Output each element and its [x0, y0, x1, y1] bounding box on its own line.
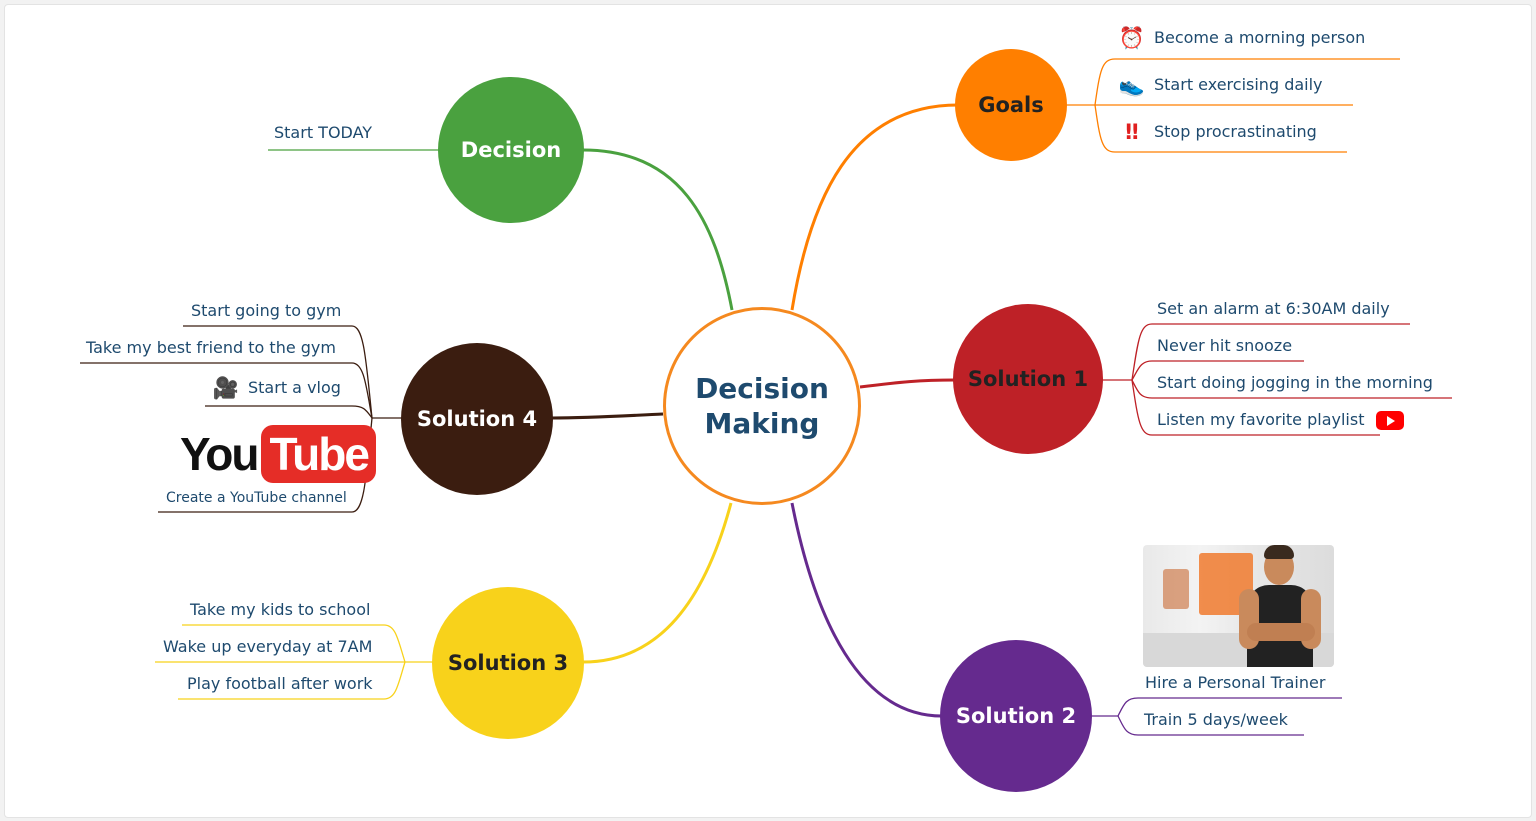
- topic-solution4[interactable]: Solution 4: [401, 343, 553, 495]
- topic-goals-label: Goals: [978, 93, 1044, 117]
- youtube-play-icon: [1376, 410, 1405, 430]
- central-topic[interactable]: Decision Making: [663, 307, 861, 505]
- solution4-item-4-text: Create a YouTube channel: [166, 490, 347, 506]
- personal-trainer-photo: [1143, 545, 1334, 667]
- solution2-item-2[interactable]: Train 5 days/week: [1144, 710, 1288, 730]
- branch-solution1: [859, 378, 956, 389]
- branch-goals: [790, 103, 959, 311]
- branch-solution2: [790, 502, 943, 718]
- central-topic-line1: Decision: [695, 372, 829, 405]
- decision-item-1[interactable]: Start TODAY: [274, 123, 372, 143]
- goals-item-1-text: Become a morning person: [1154, 28, 1366, 47]
- solution2-connectors: [1090, 697, 1342, 736]
- solution1-connectors: [1102, 323, 1452, 436]
- solution1-item-3-text: Start doing jogging in the morning: [1157, 373, 1433, 392]
- topic-solution2-label: Solution 2: [955, 704, 1077, 728]
- solution4-item-2[interactable]: Take my best friend to the gym: [86, 338, 336, 358]
- goals-item-3[interactable]: ‼ Stop procrastinating: [1118, 120, 1317, 144]
- solution4-item-3-text: Start a vlog: [248, 378, 341, 397]
- solution1-item-3[interactable]: Start doing jogging in the morning: [1157, 373, 1433, 393]
- solution3-item-3[interactable]: Play football after work: [187, 674, 373, 694]
- goals-connectors: [1065, 58, 1400, 153]
- topic-decision-label: Decision: [460, 138, 562, 162]
- goals-item-1[interactable]: ⏰ Become a morning person: [1118, 26, 1366, 50]
- central-topic-line2: Making: [704, 407, 820, 440]
- film-projector-icon: 🎥: [212, 376, 240, 400]
- solution1-item-2-text: Never hit snooze: [1157, 336, 1293, 355]
- solution1-item-1[interactable]: Set an alarm at 6:30AM daily: [1157, 299, 1390, 319]
- double-exclamation-icon: ‼: [1125, 120, 1139, 144]
- solution2-item-1[interactable]: Hire a Personal Trainer: [1145, 673, 1325, 693]
- topic-decision[interactable]: Decision: [438, 77, 584, 223]
- solution1-item-4[interactable]: Listen my favorite playlist: [1157, 410, 1405, 430]
- solution3-item-1[interactable]: Take my kids to school: [190, 600, 370, 620]
- solution3-item-2-text: Wake up everyday at 7AM: [163, 637, 373, 656]
- solution1-item-4-text: Listen my favorite playlist: [1157, 410, 1365, 429]
- solution1-item-1-text: Set an alarm at 6:30AM daily: [1157, 299, 1390, 318]
- topic-solution4-label: Solution 4: [416, 407, 538, 431]
- solution4-item-1[interactable]: Start going to gym: [191, 301, 341, 321]
- solution1-item-2[interactable]: Never hit snooze: [1157, 336, 1292, 356]
- branch-decision: [582, 148, 734, 311]
- solution4-item-2-text: Take my best friend to the gym: [86, 338, 336, 357]
- solution2-item-2-text: Train 5 days/week: [1144, 710, 1288, 729]
- solution3-item-3-text: Play football after work: [187, 674, 373, 693]
- solution3-connectors: [155, 624, 435, 700]
- solution4-item-4[interactable]: Create a YouTube channel: [166, 488, 347, 508]
- topic-solution3[interactable]: Solution 3: [432, 587, 584, 739]
- solution2-item-1-text: Hire a Personal Trainer: [1145, 673, 1326, 692]
- running-shoe-icon: 👟: [1118, 73, 1146, 97]
- solution3-item-1-text: Take my kids to school: [190, 600, 371, 619]
- alarm-clock-icon: ⏰: [1118, 26, 1146, 50]
- topic-solution2[interactable]: Solution 2: [940, 640, 1092, 792]
- topic-solution1-label: Solution 1: [967, 367, 1089, 391]
- topic-solution1[interactable]: Solution 1: [953, 304, 1103, 454]
- solution3-item-2[interactable]: Wake up everyday at 7AM: [163, 637, 372, 657]
- solution4-item-1-text: Start going to gym: [191, 301, 342, 320]
- branch-solution3: [582, 502, 733, 664]
- decision-item-1-text: Start TODAY: [274, 123, 373, 142]
- topic-goals[interactable]: Goals: [955, 49, 1067, 161]
- goals-item-3-text: Stop procrastinating: [1154, 122, 1317, 141]
- goals-item-2-text: Start exercising daily: [1154, 75, 1323, 94]
- solution4-item-3[interactable]: 🎥 Start a vlog: [212, 376, 341, 400]
- youtube-logo: You Tube: [180, 424, 376, 484]
- topic-solution3-label: Solution 3: [447, 651, 569, 675]
- goals-item-2[interactable]: 👟 Start exercising daily: [1118, 73, 1323, 97]
- branch-solution4: [551, 412, 664, 420]
